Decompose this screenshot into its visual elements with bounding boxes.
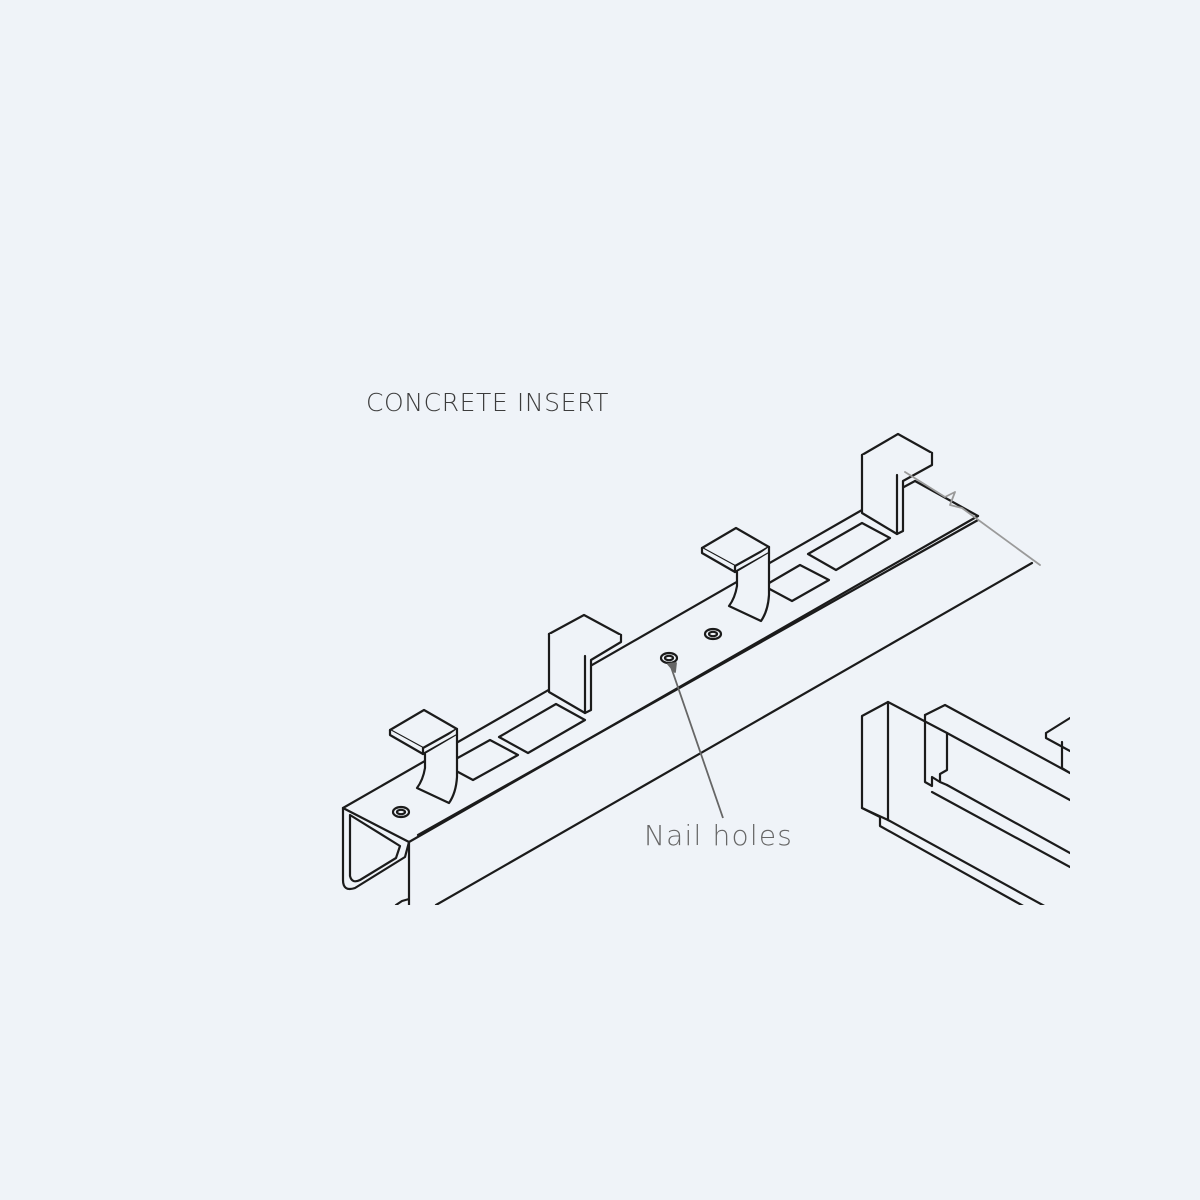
nail-hole — [663, 654, 675, 662]
channel-inner-lip-edge — [416, 518, 980, 837]
end-view-outer-frame — [860, 700, 890, 822]
nail-holes-leader — [667, 662, 724, 819]
anchor-tab — [547, 613, 623, 715]
slot — [497, 702, 587, 755]
slot — [762, 563, 831, 603]
break-line — [904, 471, 1041, 566]
nail-hole — [703, 627, 723, 641]
anchor-tab — [388, 708, 459, 805]
slot — [806, 521, 892, 572]
diagram-title: CONCRETE INSERT — [366, 388, 610, 417]
insert-end-view — [860, 700, 1070, 905]
slot — [443, 738, 520, 782]
nail-hole — [391, 805, 411, 819]
channel-right-end — [913, 479, 980, 518]
nail-hole — [395, 808, 407, 816]
nail-holes-callout: Nail holes — [644, 819, 794, 852]
channel-side-bottom-edge — [434, 561, 1034, 905]
nail-hole — [707, 630, 719, 638]
anchor-tab — [700, 526, 771, 623]
channel-end-wall — [394, 840, 411, 905]
insert-channel — [341, 479, 1034, 905]
channel-end-profile — [341, 806, 411, 891]
anchor-tab — [860, 432, 934, 536]
nail-hole — [659, 651, 679, 665]
